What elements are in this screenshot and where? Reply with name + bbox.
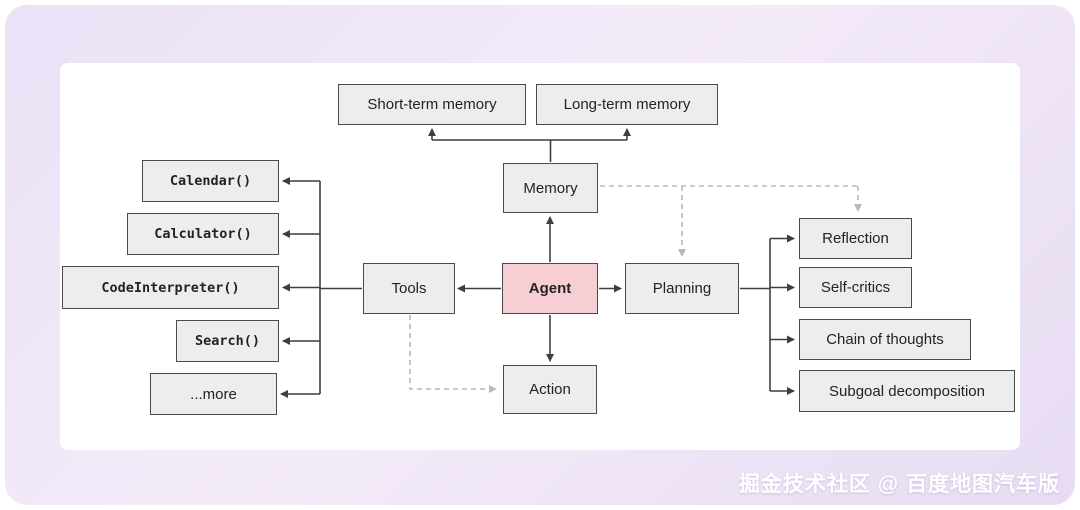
node-search: Search() xyxy=(176,320,279,362)
node-calendar: Calendar() xyxy=(142,160,279,202)
node-self-critics: Self-critics xyxy=(799,267,912,308)
node-short-term-memory: Short-term memory xyxy=(338,84,526,125)
node-agent: Agent xyxy=(502,263,598,314)
node-subgoal-decomposition: Subgoal decomposition xyxy=(799,370,1015,412)
node-chain-of-thoughts: Chain of thoughts xyxy=(799,319,971,360)
node-memory: Memory xyxy=(503,163,598,213)
node-calculator: Calculator() xyxy=(127,213,279,255)
node-long-term-memory: Long-term memory xyxy=(536,84,718,125)
node-planning: Planning xyxy=(625,263,739,314)
node-more: ...more xyxy=(150,373,277,415)
node-action: Action xyxy=(503,365,597,414)
watermark-text: 掘金技术社区 @ 百度地图汽车版 xyxy=(738,473,1060,496)
node-reflection: Reflection xyxy=(799,218,912,259)
node-tools: Tools xyxy=(363,263,455,314)
node-code-interpreter: CodeInterpreter() xyxy=(62,266,279,309)
